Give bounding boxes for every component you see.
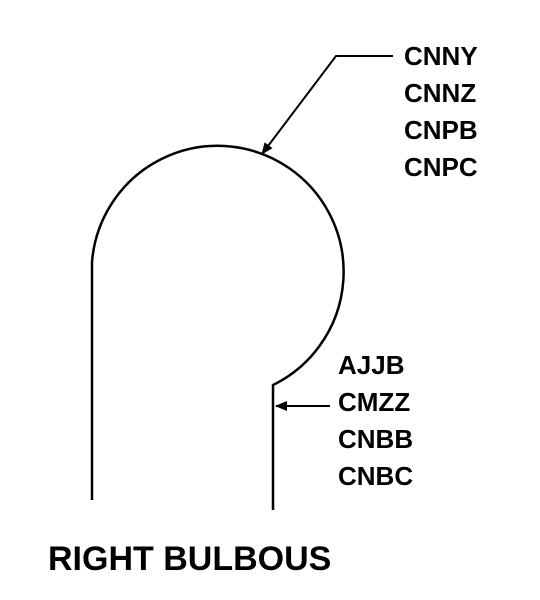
top-code-4: CNPC <box>404 152 478 182</box>
diagram-title: RIGHT BULBOUS <box>48 540 331 578</box>
top-callout-codes: CNNY CNNZ CNPB CNPC <box>404 41 478 182</box>
top-callout-leader-arrow <box>261 55 393 155</box>
top-code-3: CNPB <box>404 115 478 145</box>
bottom-code-3: CNBB <box>338 424 413 454</box>
bottom-code-4: CNBC <box>338 461 413 491</box>
bottom-code-2: CMZZ <box>338 387 410 417</box>
top-code-1: CNNY <box>404 41 478 71</box>
bottom-code-1: AJJB <box>338 350 404 380</box>
bulbous-profile-outline <box>90 144 345 510</box>
top-code-2: CNNZ <box>404 78 476 108</box>
bottom-callout-codes: AJJB CMZZ CNBB CNBC <box>338 350 413 491</box>
